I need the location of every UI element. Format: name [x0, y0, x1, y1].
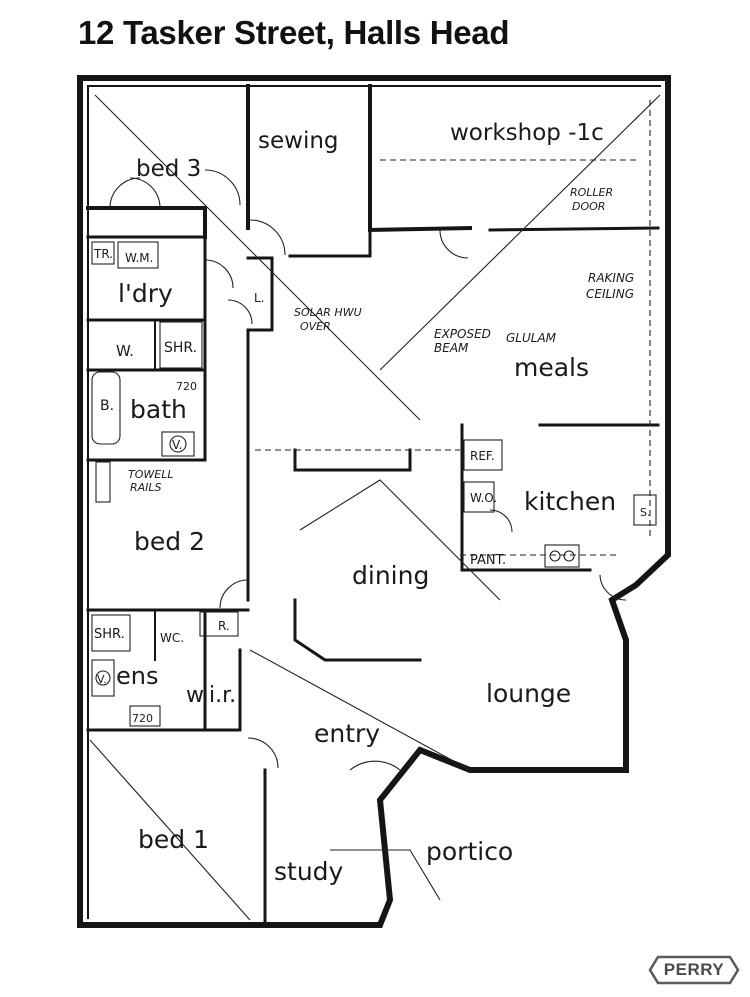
- room-label-wir: w.i.r.: [186, 683, 236, 708]
- fixture-label-vanity-bath: V.: [172, 438, 182, 452]
- fixture-label-pantry: PANT.: [470, 553, 506, 568]
- room-label-portico: portico: [426, 837, 513, 866]
- internal-walls: [86, 84, 660, 927]
- fixture-label-tr: TR.: [93, 247, 113, 261]
- fixture-label-robe: R.: [218, 619, 230, 633]
- ceiling-lines: [89, 94, 661, 921]
- fixture-label-wc-ensuite: WC.: [160, 631, 184, 645]
- note-raking-ceiling-1: RAKING: [588, 271, 634, 285]
- fixtures-drawing: [91, 241, 657, 727]
- room-label-meals: meals: [514, 353, 589, 382]
- note-roller-door-2: DOOR: [572, 200, 605, 213]
- outer-walls: [77, 75, 671, 928]
- fixture-label-wo: W.O.: [470, 491, 497, 505]
- note-solar-hwu-2: OVER: [300, 320, 331, 333]
- note-roller-door-1: ROLLER: [570, 186, 613, 199]
- note-exposed-beam-1: EXPOSED: [434, 327, 491, 341]
- room-label-entry: entry: [314, 719, 380, 748]
- door-swings: [109, 169, 627, 771]
- room-label-sewing: sewing: [258, 128, 339, 154]
- fixture-label-sink: S.: [640, 506, 650, 519]
- room-label-bed2: bed 2: [134, 527, 205, 556]
- fixture-label-wm: W.M.: [125, 251, 153, 265]
- room-label-study: study: [274, 857, 344, 886]
- logo-badge-shape: [648, 955, 740, 985]
- note-towel-rails-2: RAILS: [130, 481, 162, 494]
- room-label-workshop: workshop -1c: [450, 120, 604, 146]
- fixture-label-size-ensuite: 720: [132, 712, 153, 725]
- logo-text: PERRY: [663, 960, 725, 979]
- perry-logo: PERRY: [648, 955, 740, 985]
- fixture-label-shr-ensuite: SHR.: [94, 627, 125, 642]
- page-title: 12 Tasker Street, Halls Head: [78, 14, 510, 51]
- note-exposed-beam-2: BEAM: [434, 341, 469, 355]
- room-label-laundry: l'dry: [118, 279, 173, 308]
- room-label-bed3: bed 3: [136, 156, 201, 182]
- room-label-dining: dining: [352, 561, 429, 590]
- note-towel-rails-1: TOWELL: [128, 468, 173, 481]
- room-label-bed1: bed 1: [138, 825, 209, 854]
- fixture-label-bathtub: B.: [100, 398, 114, 414]
- note-solar-hwu-1: SOLAR HWU: [294, 306, 362, 319]
- note-glulam: GLULAM: [506, 331, 557, 345]
- fixture-label-size-bath: 720: [176, 380, 197, 393]
- fixture-label-linen: L.: [254, 291, 265, 305]
- room-label-ensuite: ens: [116, 662, 158, 690]
- room-label-bath: bath: [130, 395, 187, 424]
- fixture-label-shr-laundry: SHR.: [164, 340, 197, 356]
- fixture-label-ref: REF.: [470, 449, 495, 463]
- note-raking-ceiling-2: CEILING: [586, 287, 634, 301]
- room-label-kitchen: kitchen: [524, 487, 616, 516]
- fixture-label-wc-laundry: W.: [116, 342, 134, 360]
- fixture-label-vanity-ensuite: V.: [97, 673, 107, 686]
- room-label-lounge: lounge: [486, 679, 571, 708]
